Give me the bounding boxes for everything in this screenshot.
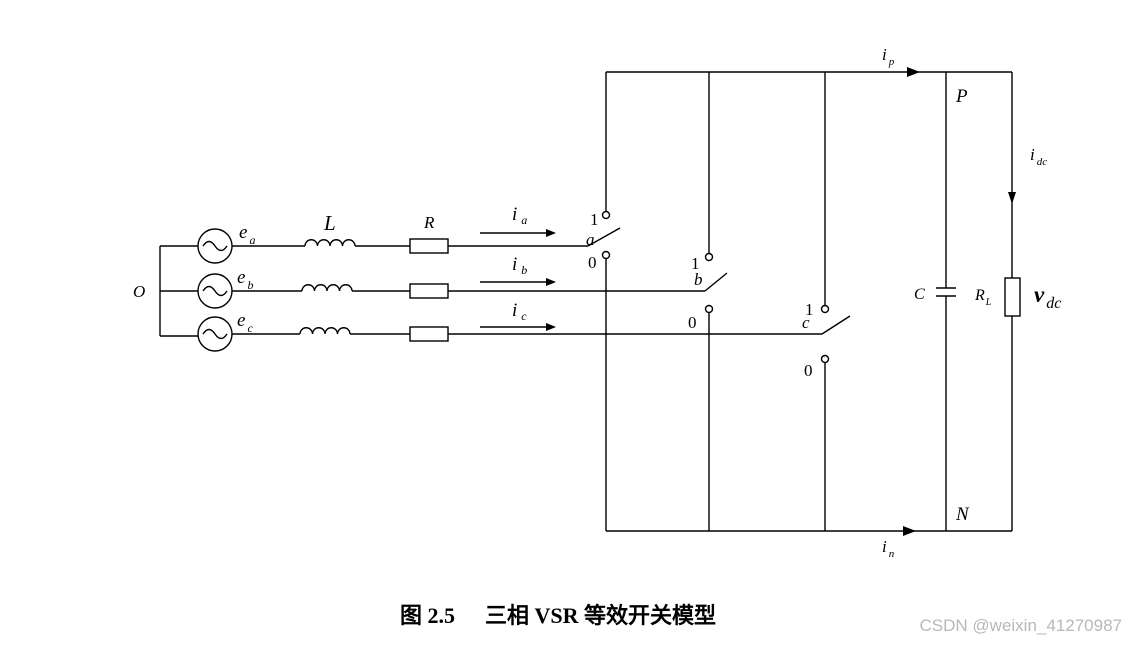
phase-b-branch (197, 273, 705, 309)
resistor-a-icon (409, 238, 449, 254)
current-arrow-b (480, 278, 556, 286)
figure-title: 三相 VSR 等效开关模型 (485, 603, 717, 628)
inductor-c-icon (299, 327, 351, 335)
ac-source-b-icon (197, 273, 233, 309)
switch-a-name-label: a (586, 230, 595, 249)
switch-leg-b (704, 72, 728, 531)
switch-leg-a (587, 72, 621, 531)
dc-negative-bus (606, 526, 1012, 536)
switch-c-zero-label: 0 (804, 361, 813, 380)
resistor-b-icon (409, 283, 449, 299)
switch-c-one-label: 1 (805, 300, 814, 319)
ac-source-c-icon (197, 316, 233, 352)
dc-positive-bus (606, 67, 1012, 77)
load-label: RL (974, 287, 992, 308)
idc-arrow-icon (1008, 192, 1016, 204)
switch-a-one-label: 1 (590, 210, 599, 229)
figure-caption: 图 2.5 三相 VSR 等效开关模型 (400, 598, 716, 630)
watermark: CSDN @weixin_41270987 (919, 616, 1122, 635)
node-p-label: P (955, 86, 968, 107)
switch-leg-c (820, 72, 851, 531)
ac-source-a-icon (197, 228, 233, 264)
switch-b-one-label: 1 (691, 254, 700, 273)
resistor-label: R (423, 213, 435, 232)
switch-b-zero-label: 0 (688, 313, 697, 332)
load-resistor-icon (1004, 72, 1021, 531)
current-arrow-a (480, 229, 556, 237)
current-arrow-c (480, 323, 556, 331)
capacitor-label: C (914, 286, 925, 303)
resistor-c-icon (409, 326, 449, 342)
switch-b-name-label: b (694, 270, 703, 289)
phase-c-branch (197, 316, 822, 352)
neutral-label: O (133, 282, 145, 301)
switch-c-name-label: c (802, 313, 810, 332)
switch-a-zero-label: 0 (588, 253, 597, 272)
neutral-bus (159, 245, 198, 337)
inductor-a-icon (304, 239, 356, 247)
phase-a-branch (197, 228, 588, 264)
inductor-label: L (323, 211, 336, 235)
node-n-label: N (955, 504, 970, 525)
inductor-b-icon (301, 284, 353, 292)
capacitor-icon (936, 72, 956, 531)
figure-number: 图 2.5 (400, 603, 456, 628)
